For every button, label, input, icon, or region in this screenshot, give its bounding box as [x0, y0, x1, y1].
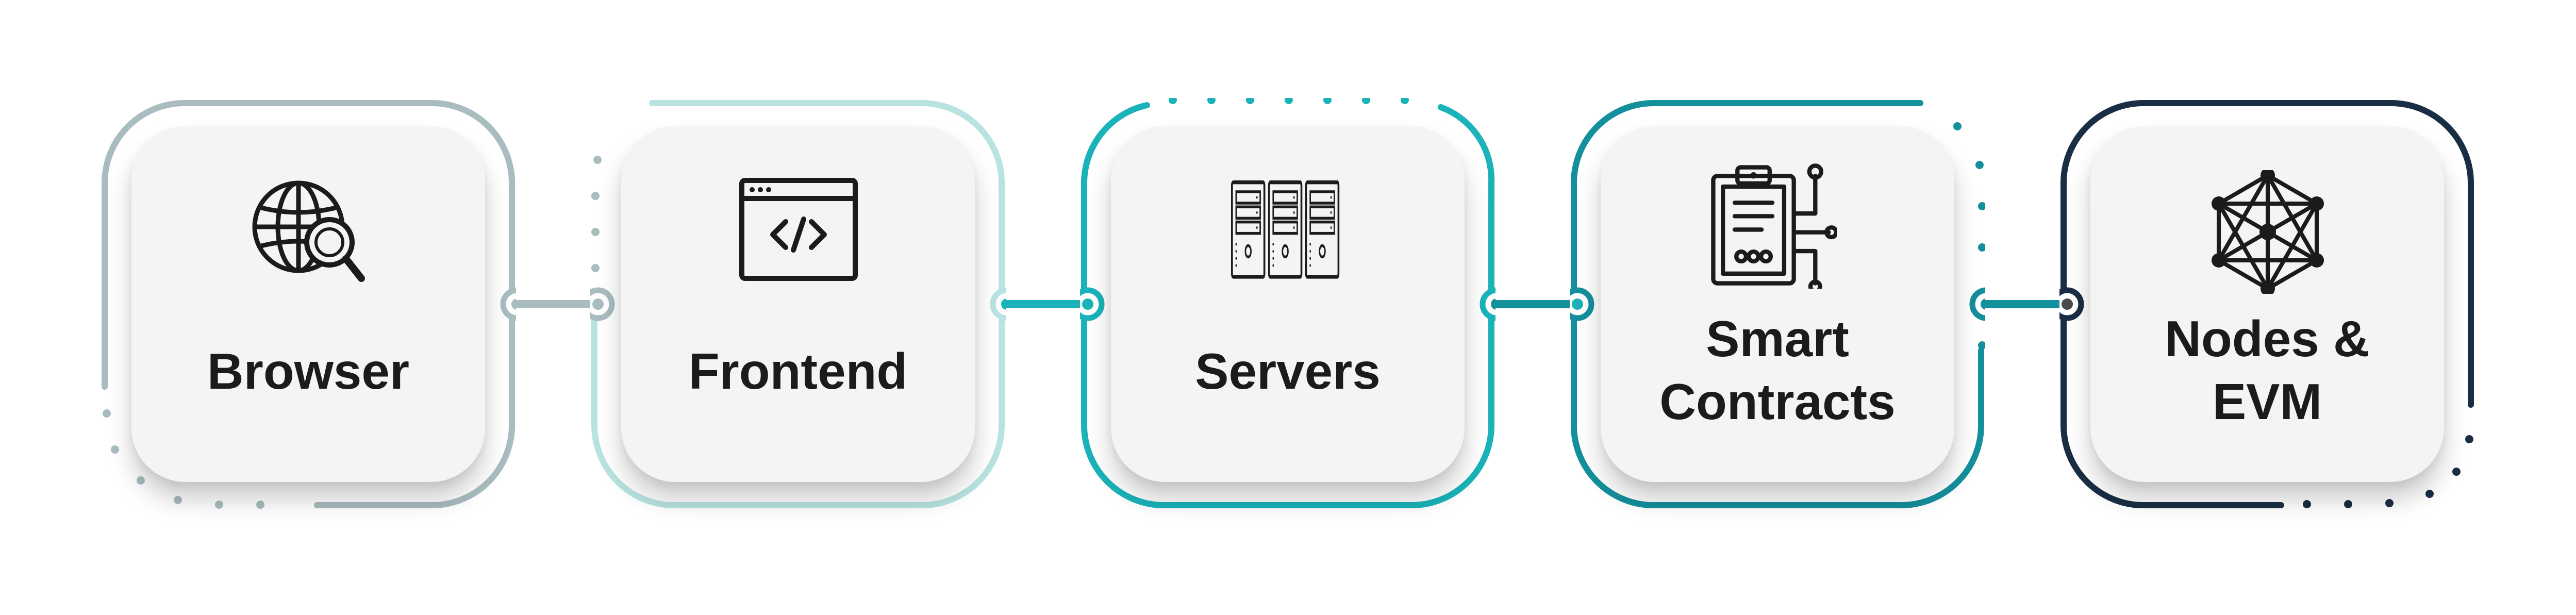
- step-label-line: Frontend: [688, 343, 908, 400]
- step-browser: Browser: [101, 98, 516, 510]
- step-frame: [102, 100, 516, 509]
- step-nodes-evm: Nodes & EVM: [2059, 98, 2475, 510]
- step-frame: [590, 100, 1006, 508]
- step-label: Servers: [1080, 340, 1495, 403]
- step-frame: [1080, 98, 1495, 508]
- step-label: Nodes & EVM: [2059, 307, 2475, 433]
- step-label: Frontend: [590, 340, 1006, 403]
- node-network-icon: [2212, 170, 2324, 294]
- card: [1111, 126, 1465, 482]
- step-label-line: Contracts: [1659, 373, 1896, 430]
- servers-icon: [1167, 180, 1409, 294]
- step-label: Smart Contracts: [1570, 307, 1985, 433]
- step-frame: [1570, 100, 1985, 508]
- step-frame: [2059, 100, 2474, 508]
- step-servers: Servers: [1080, 98, 1495, 510]
- code-window-icon: [739, 178, 858, 281]
- step-label: Browser: [101, 340, 516, 403]
- step-label-line: EVM: [2212, 373, 2322, 430]
- card: [621, 126, 975, 482]
- step-smart-contracts: Smart Contracts: [1570, 98, 1985, 510]
- step-label-line: Smart: [1706, 310, 1849, 367]
- step-label-line: Nodes &: [2165, 310, 2370, 367]
- globe-search-icon: [252, 180, 365, 282]
- step-label-line: Browser: [207, 343, 410, 400]
- step-frontend: Frontend: [590, 98, 1006, 510]
- step-label-line: Servers: [1195, 343, 1381, 400]
- contract-clipboard-icon: [1711, 163, 1837, 289]
